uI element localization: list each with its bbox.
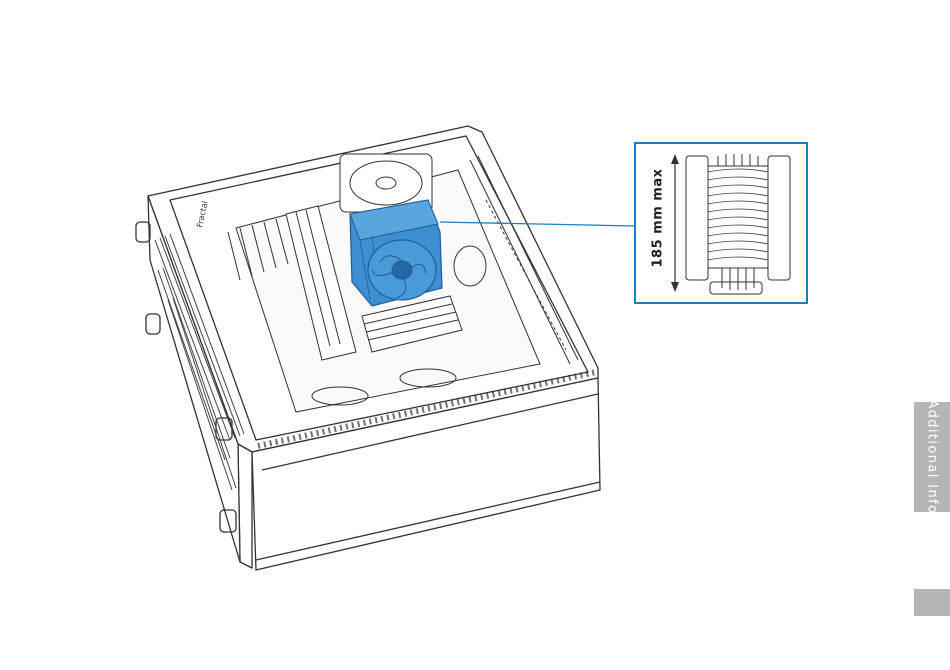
dimension-label: 185 mm max — [651, 169, 666, 268]
page-indicator-block — [914, 589, 950, 616]
side-tab-additional-info[interactable]: Additional Info — [914, 402, 950, 512]
side-tab-label: Additional Info — [925, 400, 940, 515]
cpu-cooler-highlight — [350, 200, 442, 306]
